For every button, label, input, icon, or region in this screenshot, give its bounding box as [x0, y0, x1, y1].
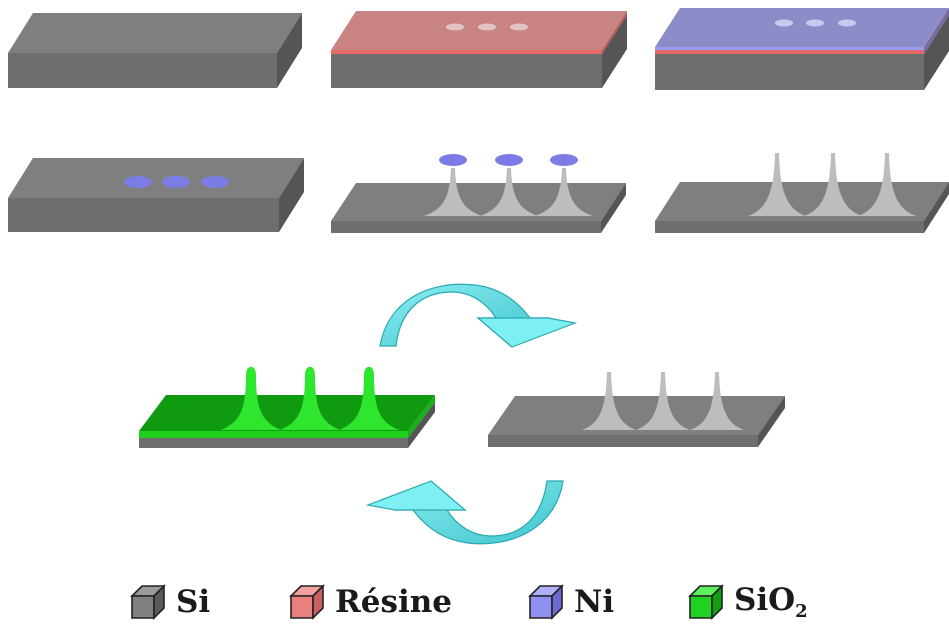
ni-opening-1	[775, 19, 793, 27]
step-2-resine-coating	[331, 11, 627, 88]
tip-3	[690, 372, 744, 430]
tip-1	[424, 168, 482, 216]
legend-label-ni: Ni	[574, 584, 615, 620]
step-4-ni-dots	[8, 158, 304, 232]
ni-dot-3	[201, 176, 229, 188]
tip-3	[858, 153, 916, 216]
ni-cap-3	[550, 154, 578, 166]
legend-label-resine: Résine	[335, 584, 452, 620]
step-1-si-wafer	[8, 13, 302, 88]
resine-opening-3	[510, 23, 528, 31]
tip-1	[582, 372, 636, 430]
tip-1	[748, 153, 806, 216]
sio2-tip-1	[221, 366, 281, 430]
resine-opening-2	[478, 23, 496, 31]
sio2-tip-3	[339, 366, 399, 430]
ni-opening-2	[806, 19, 824, 27]
ni-cap-1	[439, 154, 467, 166]
legend-item-si: Si	[128, 580, 210, 624]
cycle-arrow-top-icon	[379, 283, 578, 348]
legend-label-sio2-subscript: 2	[795, 601, 808, 623]
step-8-sharpened-tips	[488, 372, 785, 447]
ni-cube-icon	[528, 584, 564, 620]
step-5-etched-tips	[331, 154, 626, 233]
resine-opening-1	[446, 23, 464, 31]
tip-2	[804, 153, 862, 216]
legend-label-si: Si	[176, 584, 211, 620]
sio2-cube-icon	[688, 584, 724, 620]
ni-dot-1	[124, 176, 152, 188]
tip-3	[535, 168, 593, 216]
legend-item-resine: Résine	[287, 580, 452, 624]
legend-item-sio2: SiO2	[686, 580, 808, 624]
ni-opening-3	[838, 19, 856, 27]
cycle-arrow-bottom-icon	[365, 480, 564, 545]
tip-2	[480, 168, 538, 216]
step-3-ni-deposition	[655, 8, 949, 90]
ni-cap-2	[495, 154, 523, 166]
sio2-tip-2	[280, 366, 340, 430]
legend-label-sio2: SiO2	[734, 581, 808, 623]
ni-dot-2	[162, 176, 190, 188]
legend-item-ni: Ni	[526, 580, 614, 624]
step-6-bare-tips	[655, 153, 949, 233]
resine-cube-icon	[289, 584, 325, 620]
step-7-oxidized-tips	[139, 366, 435, 448]
tip-2	[636, 372, 690, 430]
si-cube-icon	[130, 584, 166, 620]
